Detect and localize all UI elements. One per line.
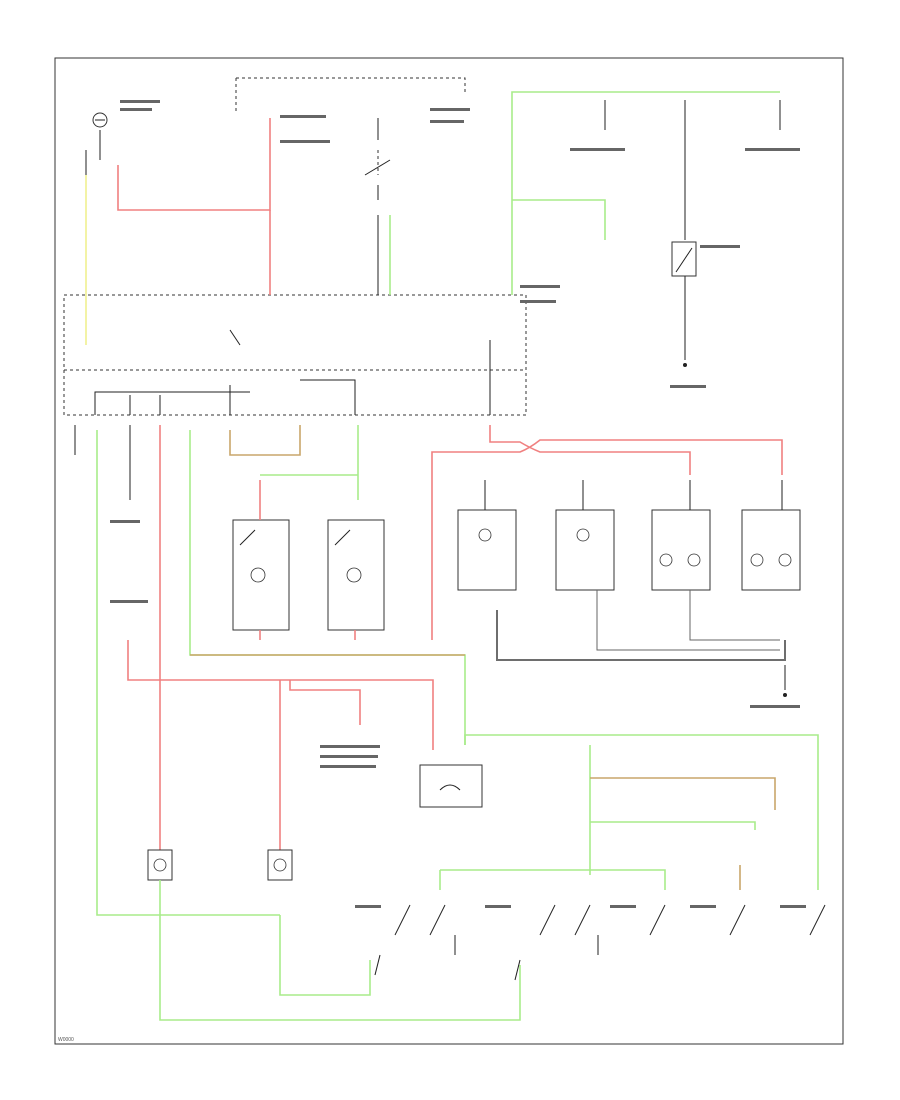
ground-icon bbox=[783, 693, 787, 697]
tan-wire-mid bbox=[229, 425, 301, 456]
ground-icon bbox=[683, 363, 687, 367]
green-wire-left bbox=[96, 430, 280, 916]
switch-module-5 bbox=[651, 509, 711, 591]
pink-wire-top bbox=[117, 118, 271, 211]
switch-contact-icon bbox=[394, 904, 826, 936]
switch-contact-icon bbox=[364, 118, 391, 200]
relay-box bbox=[671, 241, 697, 277]
switch-module-4 bbox=[555, 509, 615, 591]
lamp-bulb-icon bbox=[250, 567, 362, 583]
diagram-frame bbox=[54, 57, 844, 1045]
lamp-bulb-icon bbox=[478, 528, 792, 567]
switch-module-6 bbox=[741, 509, 801, 591]
green-wire-right bbox=[464, 734, 819, 890]
power-feed-bus bbox=[235, 77, 466, 112]
label-marks bbox=[110, 100, 806, 908]
connector-block bbox=[419, 764, 483, 808]
switch-module-2 bbox=[327, 519, 385, 631]
lamp-bulb-icon bbox=[147, 849, 293, 881]
green-wire-bottom-1 bbox=[279, 915, 371, 996]
central-module bbox=[63, 294, 527, 416]
ground-bus-dark bbox=[496, 610, 786, 661]
green-wire-bottom-2 bbox=[159, 880, 521, 1021]
fuse-icon bbox=[92, 112, 108, 128]
footer-code: W0000 bbox=[58, 1037, 74, 1043]
green-wire-top bbox=[511, 91, 780, 295]
switch-module-3 bbox=[457, 509, 517, 591]
switch-module-1 bbox=[232, 519, 290, 631]
